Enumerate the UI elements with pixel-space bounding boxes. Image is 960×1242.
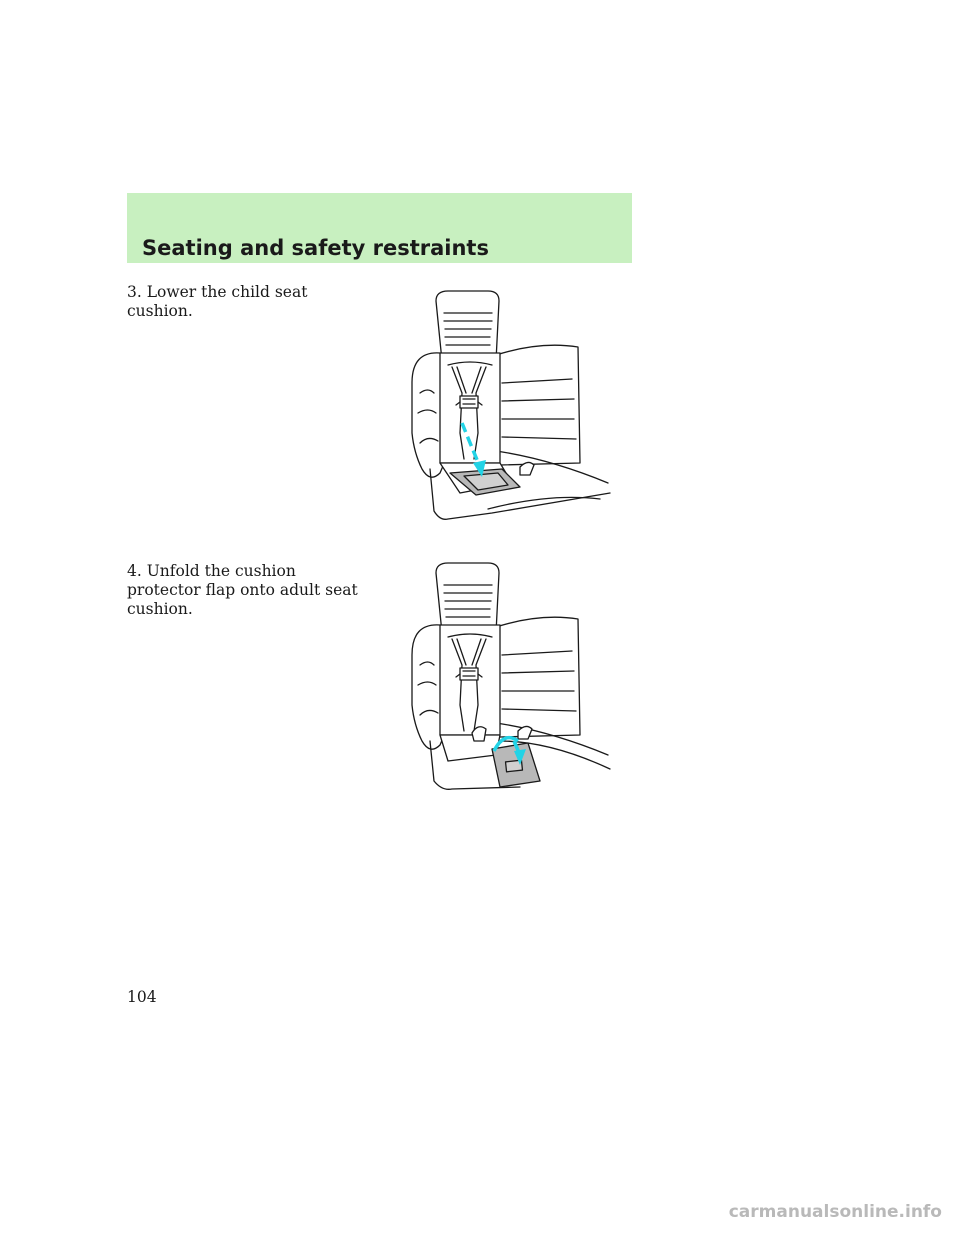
watermark-link[interactable]: carmanualsonline.info: [728, 1202, 942, 1222]
child-seat-cushion-lowering-illustration: [411, 290, 611, 520]
cushion-protector-flap-unfolding-illustration: [411, 562, 611, 790]
step-4-text: 4. Unfold the cushion protector flap ont…: [127, 562, 358, 618]
page-number: 104: [127, 988, 157, 1006]
step-3-text: 3. Lower the child seat cushion.: [127, 283, 308, 320]
section-header-band: [127, 193, 632, 263]
section-title: Seating and safety restraints: [142, 236, 489, 260]
